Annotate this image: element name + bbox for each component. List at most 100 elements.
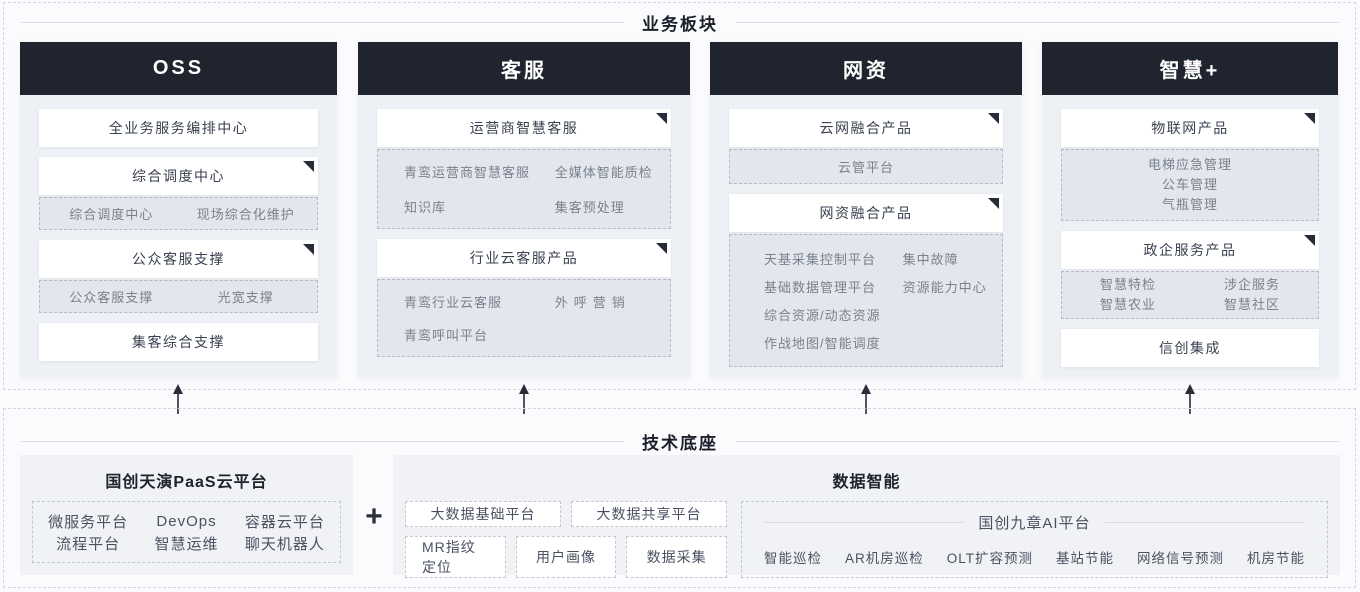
sub-product-label: 集客预处理 [554,200,625,215]
column-network-resources-body: 云网融合产品 云管平台 网资融合产品 天基采集控制平台 集中故障 基础数据管理平… [710,95,1022,378]
chip-row: MR指纹定位 用户画像 数据采集 [405,536,728,578]
paas-item: 流程平台 [56,535,121,553]
corner-fold-icon [1304,113,1315,124]
business-section-title-row: 业务板块 [21,10,1339,35]
sub-product-label: 资源能力中心 [902,280,987,295]
product-card-label: 政企服务产品 [1143,242,1237,258]
sub-product-label: 智慧社区 [1223,297,1280,312]
product-group: 信创集成 [1061,329,1319,367]
product-card-label: 运营商智慧客服 [469,120,579,136]
up-arrow [519,384,529,414]
product-card: 信创集成 [1061,329,1319,367]
data-platform-chips: 大数据基础平台 大数据共享平台 MR指纹定位 用户画像 数据采集 [405,501,728,578]
sub-product-box: 综合调度中心 现场综合化维护 [39,197,318,230]
platform-chip: 大数据基础平台 [405,501,561,527]
product-card-label: 网资融合产品 [819,205,913,221]
product-card: 公众客服支撑 [39,240,318,278]
column-network-resources-header: 网资 [710,42,1022,95]
product-group: 公众客服支撑 公众客服支撑 光宽支撑 [39,240,318,313]
product-group: 行业云客服产品 青鸾行业云客服 外呼营销 青鸾呼叫平台 [377,239,671,357]
tech-section-title-row: 技术底座 [21,429,1339,454]
product-card: 全业务服务编排中心 [39,109,318,147]
product-card: 网资融合产品 [729,194,1003,232]
sub-product-label: 涉企服务 [1223,277,1280,292]
business-section-frame [3,2,1356,390]
product-card: 集客综合支撑 [39,323,318,361]
product-card-label: 全业务服务编排中心 [108,120,249,136]
product-card-label: 综合调度中心 [132,168,225,184]
sub-product-box: 智慧特检 涉企服务 智慧农业 智慧社区 [1061,271,1319,319]
sub-product-box: 天基采集控制平台 集中故障 基础数据管理平台 资源能力中心 综合资源/动态资源 … [729,234,1003,367]
ai-platform-title-row: 国创九章AI平台 [764,512,1305,533]
product-card: 综合调度中心 [39,157,318,195]
sub-product-label: 公众客服支撑 [69,290,154,305]
product-group: 物联网产品 电梯应急管理 公车管理 气瓶管理 [1061,109,1319,221]
platform-chip: MR指纹定位 [405,536,506,578]
sub-product-label: 外呼营销 [554,295,631,310]
ai-item: 智能巡检 [764,551,822,566]
ai-item: OLT扩容预测 [946,551,1033,566]
sub-product-label: 青鸾运营商智慧客服 [404,165,531,180]
ai-platform-items: 智能巡检 AR机房巡检 OLT扩容预测 基站节能 网络信号预测 机房节能 [764,547,1305,567]
sub-product-label: 集中故障 [902,252,959,267]
sub-product-box: 云管平台 [729,149,1003,184]
ai-item: 网络信号预测 [1136,551,1224,566]
ai-platform-box: 国创九章AI平台 智能巡检 AR机房巡检 OLT扩容预测 基站节能 网络信号预测… [741,501,1328,578]
column-customer-service: 客服 运营商智慧客服 青鸾运营商智慧客服 全媒体智能质检 知识库 集客预处理 行… [358,42,690,378]
sub-product-label: 作战地图/智能调度 [764,336,881,351]
product-group: 综合调度中心 综合调度中心 现场综合化维护 [39,157,318,230]
product-card-label: 公众客服支撑 [132,251,225,267]
product-group: 全业务服务编排中心 [39,109,318,147]
column-smart-plus-header: 智慧+ [1042,42,1338,95]
product-group: 集客综合支撑 [39,323,318,361]
paas-item: 微服务平台 [48,513,129,531]
sub-product-box: 青鸾行业云客服 外呼营销 青鸾呼叫平台 [377,279,671,357]
sub-product-label: 电梯应急管理 [1147,157,1232,172]
sub-product-label: 智慧农业 [1099,297,1156,312]
sub-product-label: 知识库 [404,200,447,215]
product-group: 政企服务产品 智慧特检 涉企服务 智慧农业 智慧社区 [1061,231,1319,319]
corner-fold-icon [988,198,999,209]
sub-product-label: 全媒体智能质检 [554,165,653,180]
product-card-label: 物联网产品 [1151,120,1229,136]
paas-platform-title: 国创天演PaaS云平台 [105,474,268,491]
product-group: 网资融合产品 天基采集控制平台 集中故障 基础数据管理平台 资源能力中心 综合资… [729,194,1003,367]
product-card: 行业云客服产品 [377,239,671,277]
sub-product-label: 光宽支撑 [217,290,274,305]
column-oss-body: 全业务服务编排中心 综合调度中心 综合调度中心 现场综合化维护 公众客服支撑 [20,95,337,378]
corner-fold-icon [656,243,667,254]
data-intelligence-box: 数据智能 大数据基础平台 大数据共享平台 MR指纹定位 用户画像 数据采集 国创… [393,455,1340,578]
business-section-title: 业务板块 [642,15,718,34]
up-arrow [173,384,183,414]
divider-line [736,22,1339,23]
divider-line [21,441,624,442]
product-card: 云网融合产品 [729,109,1003,147]
column-network-resources: 网资 云网融合产品 云管平台 网资融合产品 天基采集控制平台 集中故障 [710,42,1022,378]
sub-product-label: 云管平台 [837,160,894,175]
sub-product-label: 综合调度中心 [69,207,154,222]
sub-product-label: 现场综合化维护 [196,207,295,222]
product-card-label: 信创集成 [1159,340,1221,356]
column-smart-plus: 智慧+ 物联网产品 电梯应急管理 公车管理 气瓶管理 政企服务产品 [1042,42,1338,378]
sub-product-box: 青鸾运营商智慧客服 全媒体智能质检 知识库 集客预处理 [377,149,671,229]
platform-chip: 大数据共享平台 [571,501,727,527]
tech-section-frame [3,408,1356,588]
chip-row: 大数据基础平台 大数据共享平台 [405,501,727,527]
ai-item: 基站节能 [1055,551,1114,566]
data-intelligence-content: 大数据基础平台 大数据共享平台 MR指纹定位 用户画像 数据采集 国创九章AI平… [405,501,1328,578]
paas-item: 智慧运维 [154,535,219,553]
corner-fold-icon [656,113,667,124]
column-customer-service-body: 运营商智慧客服 青鸾运营商智慧客服 全媒体智能质检 知识库 集客预处理 行业云客… [358,95,690,378]
product-card: 物联网产品 [1061,109,1319,147]
up-arrow [861,384,871,414]
ai-item: AR机房巡检 [844,551,924,566]
corner-fold-icon [1304,235,1315,246]
product-card-label: 云网融合产品 [819,120,913,136]
column-oss: OSS 全业务服务编排中心 综合调度中心 综合调度中心 现场综合化维护 [20,42,337,378]
data-intelligence-title: 数据智能 [832,474,901,491]
sub-product-box: 公众客服支撑 光宽支撑 [39,280,318,313]
sub-product-label: 基础数据管理平台 [764,280,877,295]
column-smart-plus-body: 物联网产品 电梯应急管理 公车管理 气瓶管理 政企服务产品 智慧特检 涉企服务 … [1042,95,1338,378]
product-group: 云网融合产品 云管平台 [729,109,1003,184]
